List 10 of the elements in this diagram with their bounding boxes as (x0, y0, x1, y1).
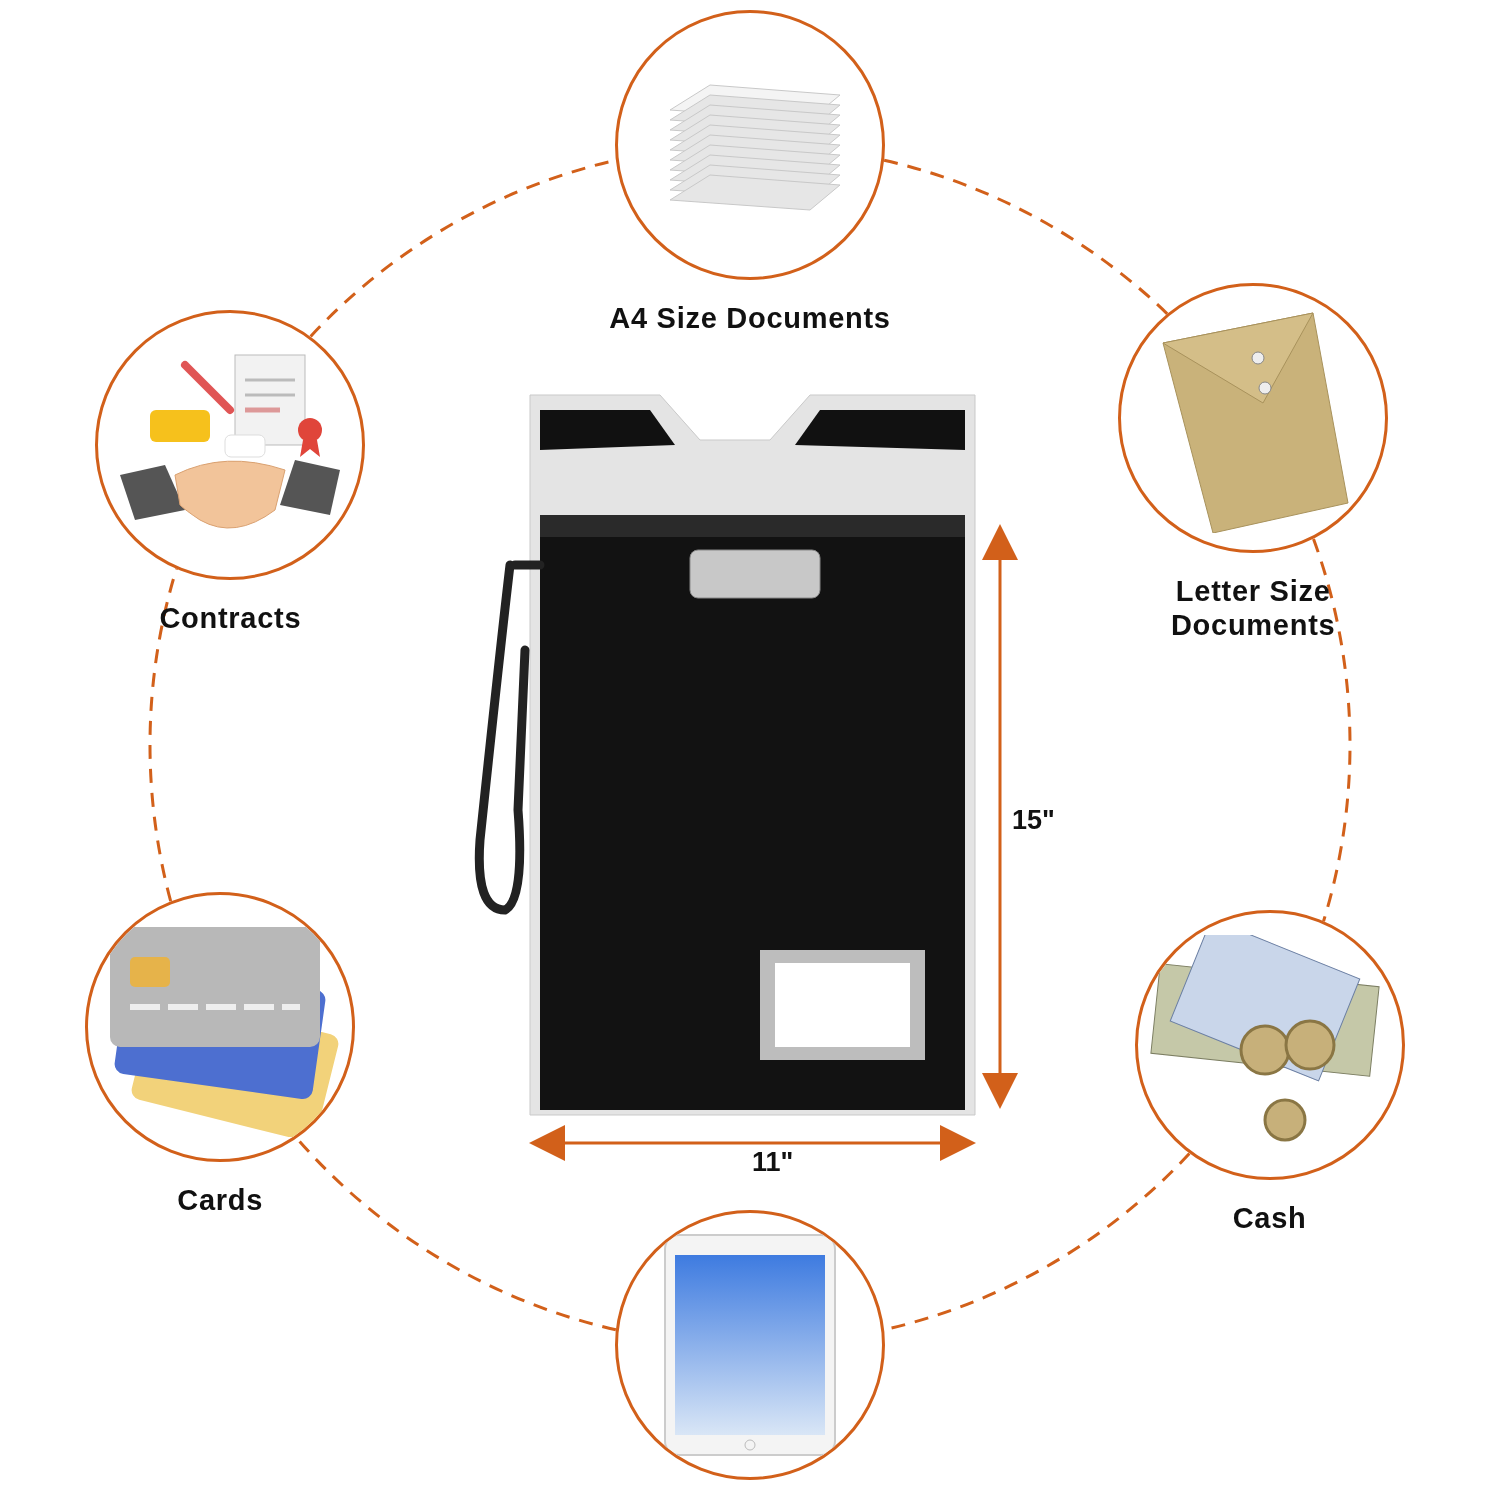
node-label: Letter Size Documents (1169, 575, 1337, 642)
dashed-connector (883, 158, 1169, 316)
dashed-connector (1312, 538, 1352, 922)
node-label: Contracts (158, 602, 303, 636)
dimension-label: 15" (1012, 804, 1055, 837)
node-label: A4 Size Documents (608, 302, 892, 336)
dashed-connector (148, 568, 178, 902)
node-label: Cash (1231, 1202, 1308, 1236)
node-label: Cards (176, 1183, 265, 1217)
dimension-label: 11" (752, 1146, 794, 1179)
